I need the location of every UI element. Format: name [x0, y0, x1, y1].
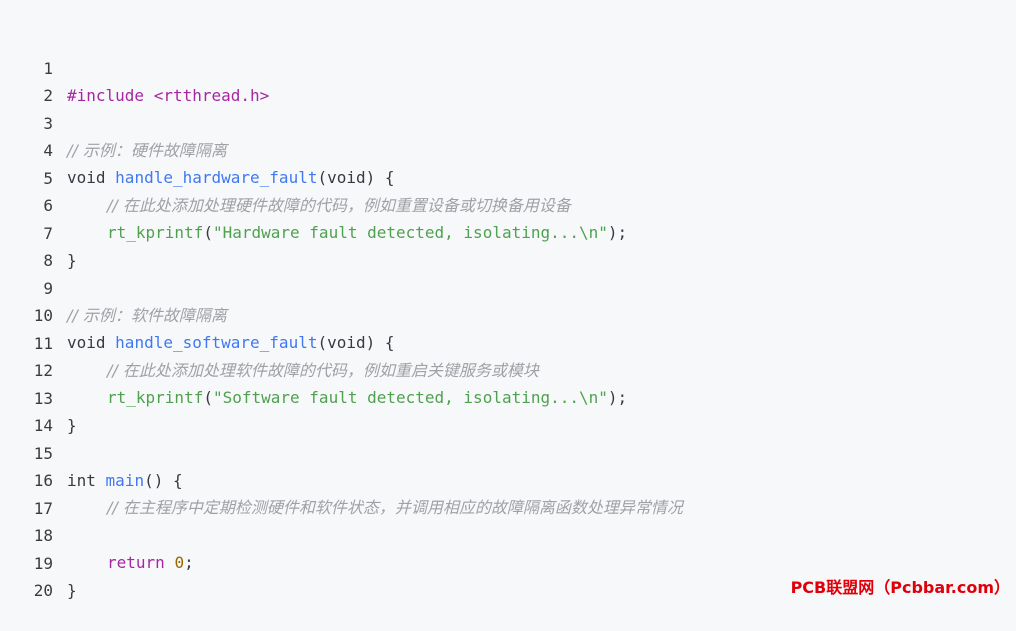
string-literal: "Software fault detected, isolating...\n… — [212, 388, 608, 407]
line-number: 12 — [33, 361, 53, 380]
code-line: 13 } — [0, 358, 77, 435]
return-type: void — [67, 333, 106, 352]
code-line: 11 // 在此处添加处理软件故障的代码，例如重启关键服务或模块 — [0, 303, 539, 380]
line-number: 18 — [33, 526, 53, 545]
code-line: 4 void handle_hardware_fault(void) { — [0, 110, 394, 187]
code-line: 15 int main() { — [0, 413, 183, 490]
code-line: 20 — [0, 550, 53, 600]
line-number: 16 — [33, 471, 53, 490]
code-line: 16 // 在主程序中定期检测硬件和软件状态，并调用相应的故障隔离函数处理异常情… — [0, 440, 683, 517]
preprocessor-directive: #include — [67, 86, 145, 105]
code-comment: // 示例：软件故障隔离 — [67, 306, 227, 325]
line-number: 1 — [43, 59, 53, 78]
space — [106, 168, 116, 187]
semicolon: ; — [184, 553, 194, 572]
function-name: handle_software_fault — [115, 333, 318, 352]
line-number: 15 — [33, 444, 53, 463]
line-number: 9 — [43, 279, 53, 298]
function-call: rt_kprintf — [107, 388, 204, 407]
line-number: 14 — [33, 416, 53, 435]
include-header: <rtthread.h> — [144, 86, 270, 105]
line-number: 11 — [33, 334, 53, 353]
code-line: 14 — [0, 385, 53, 435]
code-line: 2 — [0, 55, 53, 105]
site-watermark: PCB联盟网（Pcbbar.com） — [790, 578, 1010, 597]
code-comment: // 在主程序中定期检测硬件和软件状态，并调用相应的故障隔离函数处理异常情况 — [107, 498, 683, 517]
space — [106, 333, 116, 352]
code-comment: // 在此处添加处理硬件故障的代码，例如重置设备或切换备用设备 — [107, 196, 571, 215]
code-line: 5 // 在此处添加处理硬件故障的代码，例如重置设备或切换备用设备 — [0, 138, 571, 215]
code-line: 7 } — [0, 193, 76, 270]
line-number: 3 — [43, 114, 53, 133]
line-number: 6 — [43, 196, 53, 215]
param-type: void — [327, 333, 366, 352]
code-line: 10 void handle_software_fault(void) { — [0, 275, 395, 352]
function-name: main — [105, 471, 145, 490]
line-number: 20 — [33, 581, 53, 600]
paren: ( — [203, 388, 213, 407]
code-line: 19 } — [0, 523, 77, 600]
line-content: void handle_software_fault(void) { — [67, 329, 395, 356]
space — [165, 553, 175, 572]
function-call: rt_kprintf — [107, 223, 204, 242]
code-line: 12 rt_kprintf("Software fault detected, … — [0, 330, 627, 407]
code-line: 6 rt_kprintf("Hardware fault detected, i… — [0, 165, 627, 242]
line-number: 17 — [33, 499, 53, 518]
code-comment: // 示例：硬件故障隔离 — [67, 141, 227, 160]
line-content: int main() { — [67, 467, 183, 494]
param-type: void — [327, 168, 366, 187]
closing-brace: } — [67, 416, 77, 435]
string-literal: "Hardware fault detected, isolating...\n… — [212, 223, 608, 242]
paren: ( — [317, 168, 328, 187]
line-number: 5 — [43, 169, 53, 188]
paren-brace: ) { — [365, 168, 395, 187]
function-name: handle_hardware_fault — [115, 168, 318, 187]
return-type: int — [67, 471, 96, 490]
paren: ( — [203, 223, 213, 242]
space — [96, 471, 106, 490]
code-block: 1 #include <rtthread.h> 2 3 // 示例：硬件故障隔离… — [0, 28, 683, 600]
paren-brace: () { — [144, 471, 183, 490]
line-number: 7 — [43, 224, 53, 243]
paren-semicolon: ); — [607, 223, 628, 242]
code-line: 18 return 0; — [0, 495, 194, 572]
line-number: 4 — [43, 141, 53, 160]
line-content: rt_kprintf("Hardware fault detected, iso… — [107, 219, 627, 246]
number-literal: 0 — [174, 553, 185, 572]
line-content: #include <rtthread.h> — [67, 82, 269, 109]
line-number: 8 — [43, 251, 53, 270]
return-type: void — [67, 168, 106, 187]
paren-semicolon: ); — [607, 388, 628, 407]
paren: ( — [317, 333, 328, 352]
line-number: 13 — [33, 389, 53, 408]
line-content: return 0; — [107, 549, 194, 576]
line-number: 10 — [33, 306, 53, 325]
code-line: 1 #include <rtthread.h> — [0, 28, 269, 105]
code-line: 3 // 示例：硬件故障隔离 — [0, 83, 227, 160]
code-line: 8 — [0, 220, 53, 270]
line-number: 19 — [33, 554, 53, 573]
paren-brace: ) { — [365, 333, 395, 352]
line-content: rt_kprintf("Software fault detected, iso… — [107, 384, 627, 411]
closing-brace: } — [67, 251, 77, 270]
code-line: 9 // 示例：软件故障隔离 — [0, 248, 227, 325]
line-number: 2 — [43, 86, 53, 105]
code-comment: // 在此处添加处理软件故障的代码，例如重启关键服务或模块 — [107, 361, 539, 380]
closing-brace: } — [67, 581, 77, 600]
return-keyword: return — [107, 553, 165, 572]
code-line: 17 — [0, 468, 53, 518]
line-content: void handle_hardware_fault(void) { — [67, 164, 395, 191]
